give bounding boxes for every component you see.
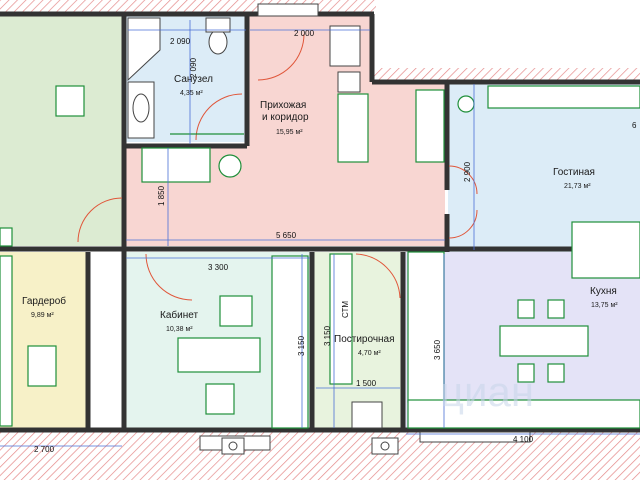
left-room-floor bbox=[0, 14, 122, 246]
bathroom-fixtures bbox=[127, 17, 244, 139]
dim-3150-study: 3 150 bbox=[297, 335, 306, 356]
dim-2900: 2 900 bbox=[463, 161, 472, 182]
wardrobe-name: Гардероб bbox=[22, 295, 66, 307]
windows bbox=[199, 3, 531, 451]
hallway-furniture bbox=[141, 25, 445, 183]
wall-top-right bbox=[372, 68, 640, 82]
hallway-name-line2: и коридор bbox=[262, 112, 309, 123]
dim-2700: 2 700 bbox=[34, 445, 55, 454]
dim-3650: 3 650 bbox=[433, 339, 442, 360]
hallway-area: 15,95 м² bbox=[276, 129, 303, 136]
dim-2000: 2 000 bbox=[294, 29, 315, 38]
dim-1500: 1 500 bbox=[356, 379, 377, 388]
dim-2090-top: 2 090 bbox=[170, 37, 191, 46]
hallway-name-line1: Прихожая bbox=[260, 100, 306, 111]
dim-1850: 1 850 bbox=[157, 185, 166, 206]
dim-5650: 5 650 bbox=[276, 231, 297, 240]
walls bbox=[0, 11, 640, 433]
watermark-text: циан bbox=[440, 368, 534, 415]
bathroom-area: 4,35 м² bbox=[180, 90, 203, 97]
bathroom-name: Санузел bbox=[174, 74, 213, 85]
living-name: Гостиная bbox=[553, 167, 595, 178]
dim-3300: 3 300 bbox=[208, 263, 229, 272]
laundry-floor bbox=[314, 252, 401, 428]
dim-2090-side: 2 090 bbox=[189, 57, 198, 78]
wardrobe-furniture bbox=[0, 255, 57, 427]
hallway-floor bbox=[126, 14, 445, 246]
study-area: 10,38 м² bbox=[166, 326, 193, 333]
wardrobe-area: 9,89 м² bbox=[31, 312, 54, 319]
living-floor bbox=[448, 82, 640, 252]
living-furniture bbox=[457, 85, 640, 279]
wardrobe-floor bbox=[0, 252, 86, 428]
doors bbox=[77, 33, 478, 301]
left-room-furniture bbox=[0, 85, 85, 247]
laundry-name: Постирочная bbox=[334, 334, 395, 345]
laundry-area: 4,70 м² bbox=[358, 350, 381, 357]
dim-cm-label: СТМ bbox=[341, 301, 350, 318]
bottom-radiators bbox=[221, 437, 399, 455]
laundry-furniture bbox=[329, 253, 383, 429]
kitchen-area: 13,75 м² bbox=[591, 302, 618, 309]
kitchen-name: Кухня bbox=[590, 286, 617, 297]
dim-3150-laundry: 3 150 bbox=[323, 325, 332, 346]
living-area: 21,73 м² bbox=[564, 183, 591, 190]
dim-4100: 4 100 bbox=[513, 435, 534, 444]
study-name: Кабинет bbox=[160, 309, 198, 321]
dim-6-partial: 6 bbox=[632, 121, 637, 130]
dimension-lines bbox=[0, 20, 640, 447]
kitchen-furniture bbox=[407, 251, 640, 429]
